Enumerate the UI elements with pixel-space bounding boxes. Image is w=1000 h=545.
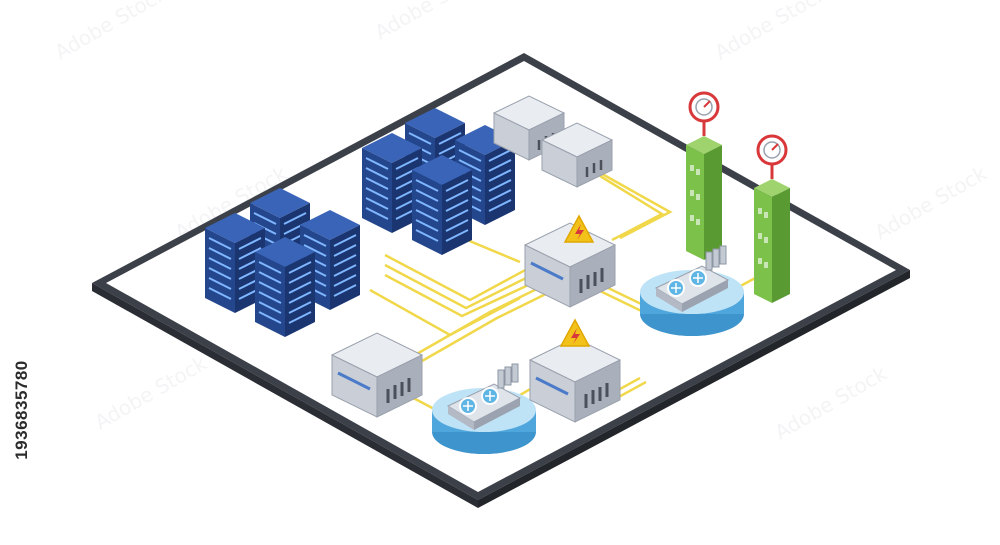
watermark-text: Adobe Stock <box>51 0 172 64</box>
cooling-tower <box>752 134 792 305</box>
cooling-tower <box>684 91 724 262</box>
watermark-text: Adobe Stock <box>871 161 992 244</box>
stock-id-text: 1936835780 <box>12 360 31 460</box>
watermark-text: Adobe Stock <box>711 0 832 64</box>
watermark-text: Adobe Stock <box>371 0 492 44</box>
watermark-text: Adobe Stock <box>91 351 212 434</box>
watermark-text: Adobe Stock <box>771 361 892 444</box>
stock-id-label: 1936835780 <box>2 300 42 530</box>
